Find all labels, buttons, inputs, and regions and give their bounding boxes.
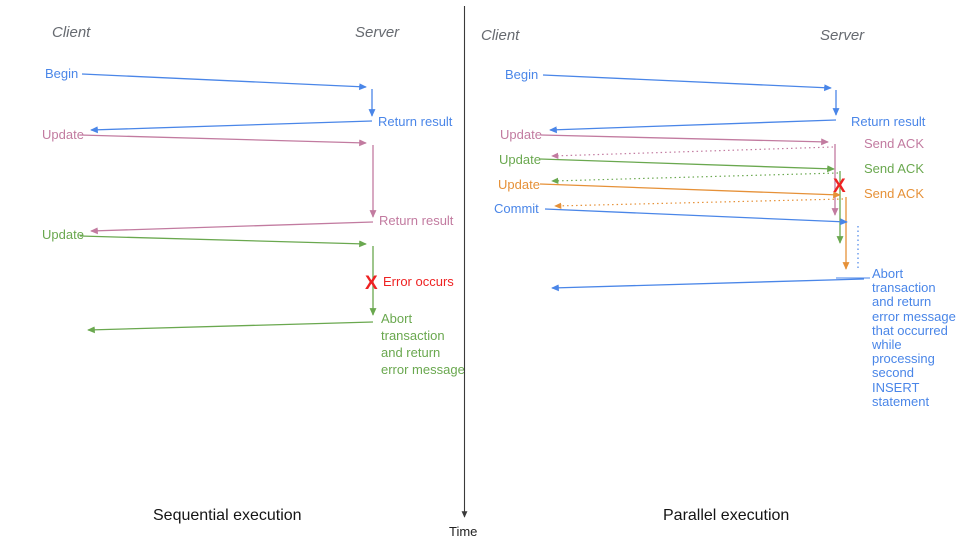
- sequential-caption: Sequential execution: [153, 507, 302, 524]
- return-result-arrow: [549, 119, 837, 134]
- abort-message-line: and return: [872, 294, 931, 309]
- abort-message-line: processing: [872, 351, 935, 366]
- return-result-label-2: Return result: [379, 213, 454, 228]
- abort-message-line: while: [871, 337, 902, 352]
- begin-label: Begin: [505, 67, 538, 82]
- update2-request-arrow: [539, 158, 835, 173]
- update1-request-arrow: [79, 134, 367, 147]
- return-result-label: Return result: [851, 114, 926, 129]
- error-x-icon: X: [365, 273, 378, 294]
- send-ack1-label: Send ACK: [864, 136, 924, 151]
- send-ack2-label: Send ACK: [864, 161, 924, 176]
- update2-label: Update: [42, 227, 84, 242]
- abort-message-line: transaction: [381, 328, 445, 343]
- begin-request-arrow: [81, 73, 367, 91]
- ack2-dotted-arrow: [551, 172, 839, 185]
- abort-message-line: Abort: [872, 266, 903, 281]
- return-result-arrow-1: [90, 120, 373, 134]
- ack3-dotted-arrow: [554, 198, 844, 210]
- update2-request-arrow: [79, 235, 367, 248]
- return-result-arrow-2: [90, 221, 374, 235]
- abort-message-line: statement: [872, 394, 929, 409]
- return-result-label-1: Return result: [378, 114, 453, 129]
- ack1-dotted-arrow: [551, 146, 834, 159]
- parallel-panel: Client Server Begin Return result Update…: [481, 27, 956, 524]
- update1-label: Update: [500, 127, 542, 142]
- update3-label: Update: [498, 177, 540, 192]
- client-heading: Client: [52, 24, 91, 41]
- update2-label: Update: [499, 152, 541, 167]
- abort-message-line: INSERT: [872, 380, 919, 395]
- time-axis: Time: [449, 6, 477, 539]
- error-occurs-label: Error occurs: [383, 274, 454, 289]
- server-heading: Server: [355, 24, 400, 41]
- commit-label: Commit: [494, 201, 539, 216]
- abort-return-arrow: [87, 321, 374, 334]
- error-x-icon: X: [833, 176, 846, 197]
- abort-message-line: error message: [872, 309, 956, 324]
- begin-request-arrow: [542, 74, 832, 92]
- server-heading: Server: [820, 27, 865, 44]
- abort-message-line: Abort: [381, 311, 412, 326]
- sequential-panel: Client Server Begin Return result Update…: [42, 24, 465, 524]
- abort-message-line: that occurred: [872, 323, 948, 338]
- abort-message-line: error message: [381, 362, 465, 377]
- abort-message-line: transaction: [872, 280, 936, 295]
- update1-request-arrow: [540, 134, 829, 146]
- begin-label: Begin: [45, 66, 78, 81]
- commit-request-arrow: [544, 208, 848, 226]
- abort-return-arrow: [551, 278, 865, 292]
- abort-message-line: and return: [381, 345, 440, 360]
- send-ack3-label: Send ACK: [864, 186, 924, 201]
- update3-request-arrow: [539, 183, 841, 199]
- update1-label: Update: [42, 127, 84, 142]
- parallel-caption: Parallel execution: [663, 507, 789, 524]
- client-heading: Client: [481, 27, 520, 44]
- abort-message-line: second: [872, 365, 914, 380]
- time-axis-label: Time: [449, 524, 477, 539]
